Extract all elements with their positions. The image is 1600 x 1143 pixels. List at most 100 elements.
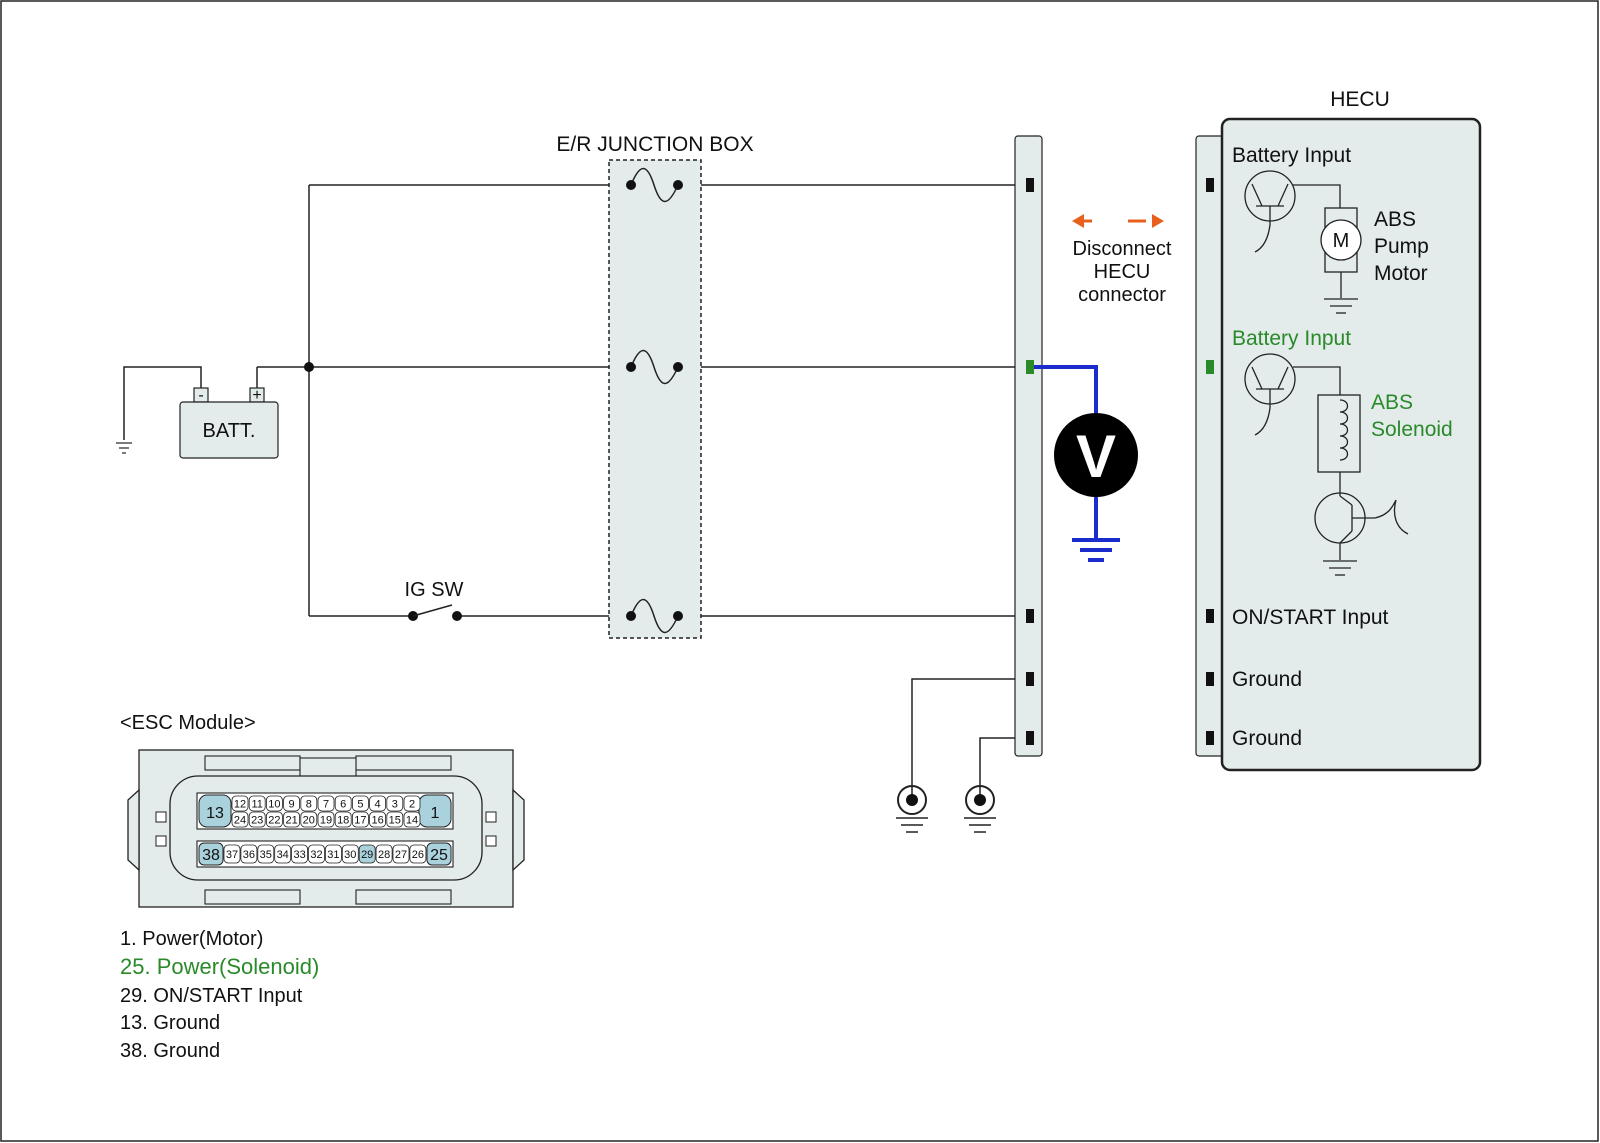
esc-pin-23 [248, 811, 266, 828]
esc-pin-20-label: 20 [303, 815, 315, 827]
ignition-switch: IG SW [405, 579, 464, 621]
esc-pin-23-label: 23 [251, 815, 263, 827]
esc-pin-19-label: 19 [320, 815, 332, 827]
fuse-bottom [630, 598, 679, 634]
motor-label-line-1: ABS [1374, 208, 1416, 231]
battery-body [179, 401, 279, 459]
legend-item-3: 29. ON/START Input [120, 985, 303, 1007]
hecu-battery-input-1: Battery Input [1232, 144, 1351, 167]
wiring [123, 184, 1030, 795]
motor-label-line-3: Motor [1374, 262, 1428, 285]
esc-pin-16-label: 16 [371, 815, 383, 827]
solenoid-wire-top [1293, 366, 1341, 395]
esc-pin-11-label: 11 [251, 799, 262, 811]
esc-pin-38-label: 38 [202, 847, 220, 864]
esc-pin-29 [358, 844, 376, 864]
esc-pin-34-label: 34 [277, 849, 289, 861]
esc-pin-7 [317, 795, 335, 812]
esc-pin-22-label: 22 [268, 815, 280, 827]
esc-pin-8 [300, 795, 318, 812]
wire-ground-2 [979, 737, 1030, 795]
hecu-body [1220, 117, 1482, 772]
esc-pin-35 [257, 844, 275, 864]
fuse-middle-terminal-left [626, 362, 636, 372]
battery-neg-sign: - [198, 387, 203, 404]
esc-pin-21-label: 21 [285, 815, 297, 827]
esc-pin-18-label: 18 [337, 815, 349, 827]
esc-pin-4 [369, 795, 387, 812]
esc-pin-5 [351, 795, 369, 812]
esc-pin-10-label: 10 [268, 799, 280, 811]
esc-pin-13-label: 13 [206, 805, 224, 822]
esc-pin-12 [231, 795, 249, 812]
esc-pin-30 [341, 844, 359, 864]
pin-legend: 1. Power(Motor) 25. Power(Solenoid) 29. … [120, 928, 319, 1062]
legend-item-1: 1. Power(Motor) [120, 928, 263, 950]
disconnect-note-line-2: HECU [1094, 261, 1151, 283]
legend-item-4: 13. Ground [120, 1012, 220, 1034]
harness-connector [1014, 135, 1043, 757]
fuse-middle [630, 349, 679, 385]
solenoid-coil [1339, 399, 1349, 461]
solenoid-transistor-high [1244, 353, 1296, 436]
esc-pin-6-label: 6 [340, 799, 346, 811]
esc-pin-1 [418, 794, 452, 828]
harness-pin-25 [1026, 360, 1034, 374]
esc-pin-13 [198, 794, 232, 828]
fuse-top-terminal-right [673, 180, 683, 190]
junction-dot-trunk [304, 362, 314, 372]
esc-pin-36-label: 36 [243, 849, 255, 861]
esc-pin-10 [265, 795, 283, 812]
esc-pin-2 [403, 795, 421, 812]
wire-ground-1 [911, 678, 1030, 795]
esc-pin-35-label: 35 [260, 849, 272, 861]
esc-pin-15 [386, 811, 404, 828]
esc-pin-3 [386, 795, 404, 812]
voltmeter-symbol: V [1076, 423, 1116, 490]
battery: - + BATT. [179, 387, 279, 459]
esc-pin-26 [409, 844, 427, 864]
esc-pin-17 [351, 811, 369, 828]
esc-pin-31-label: 31 [327, 849, 339, 861]
esc-pin-31 [324, 844, 342, 864]
esc-pin-33-label: 33 [293, 849, 305, 861]
legend-item-5: 38. Ground [120, 1040, 220, 1062]
wire-batt-neg [123, 366, 202, 440]
solenoid-ground-symbol [1323, 560, 1357, 576]
esc-pin-14 [403, 811, 421, 828]
battery-pos-sign: + [252, 387, 261, 404]
battery-label: BATT. [203, 420, 256, 442]
esc-pin-32 [308, 844, 325, 864]
esc-module-title: <ESC Module> [120, 712, 256, 734]
harness-pin-13 [1026, 672, 1034, 686]
esc-pin-38 [198, 842, 224, 866]
esc-pin-25 [426, 842, 452, 866]
esc-pin-9 [283, 795, 301, 812]
esc-pin-32-label: 32 [310, 849, 322, 861]
battery-ground-symbol [116, 442, 132, 454]
hecu-pin-13 [1206, 672, 1214, 686]
disconnect-note-line-3: connector [1078, 284, 1166, 306]
hecu-ground-2: Ground [1232, 727, 1302, 750]
esc-pin-24-label: 24 [234, 815, 246, 827]
fuse-bottom-terminal-right [673, 611, 683, 621]
harness-pin-29 [1026, 609, 1034, 623]
junction-box: E/R JUNCTION BOX [556, 133, 754, 639]
motor-wire [1293, 184, 1341, 208]
meter-ground-symbol [1072, 538, 1120, 562]
esc-pin-6 [334, 795, 352, 812]
fuse-middle-terminal-right [673, 362, 683, 372]
esc-pin-12-label: 12 [234, 799, 246, 811]
chassis-ground-1 [896, 785, 928, 833]
ignition-switch-label: IG SW [405, 579, 464, 601]
esc-pin-37-label: 37 [226, 849, 238, 861]
esc-pin-30-label: 30 [344, 849, 356, 861]
motor-symbol: M [1333, 230, 1350, 252]
esc-pin-26-label: 26 [412, 849, 424, 861]
esc-pin-27 [392, 844, 410, 864]
junction-box-body [608, 159, 702, 639]
esc-pin-5-label: 5 [357, 799, 363, 811]
hecu-ground-1: Ground [1232, 668, 1302, 691]
